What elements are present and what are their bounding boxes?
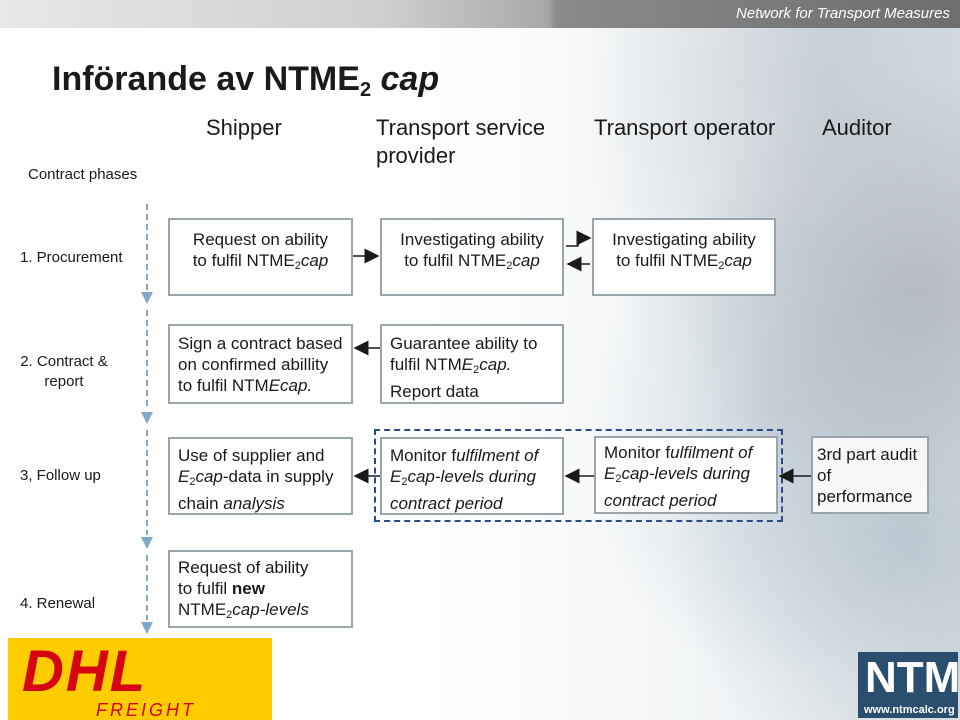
box-renewal-shipper: Request of ability to fulfil new NTME2ca…: [168, 550, 353, 628]
dhl-logo: [8, 638, 272, 720]
column-header-auditor: Auditor: [822, 115, 892, 140]
phase-contract-report: 2. Contract & report: [20, 353, 108, 390]
ntm-logo: [858, 652, 958, 718]
box-procurement-transport-operator: Investigating ability to fulfil NTME2cap: [592, 218, 776, 296]
column-header-transport-service-provider: Transport service provider: [376, 115, 546, 168]
ntm-logo-text: NTM: [865, 653, 960, 702]
box-follow-up-transport-service-provider: Monitor fulfilment of E2cap-levels durin…: [380, 437, 564, 515]
dhl-logo-subtext: FREIGHT: [96, 700, 196, 720]
box-contract-transport-service-provider: Guarantee ability to fulfil NTME2cap. Re…: [380, 324, 564, 404]
header-tagline: Network for Transport Measures: [736, 5, 950, 22]
column-header-transport-operator: Transport operator: [594, 115, 776, 140]
phase-renewal: 4. Renewal: [20, 595, 96, 612]
box-follow-up-transport-operator: Monitor fulfilment of E2cap-levels durin…: [594, 436, 778, 514]
top-bar: Network for Transport Measures: [0, 0, 960, 28]
box-contract-shipper: Sign a contract based on confirmed abill…: [168, 324, 353, 404]
phase-timeline: [141, 204, 153, 634]
box-follow-up-shipper: Use of supplier and E2cap-data in supply…: [168, 437, 353, 515]
dhl-logo-text: DHL: [22, 639, 148, 704]
box-procurement-shipper: Request on ability to fulfil NTME2cap: [168, 218, 353, 296]
box-procurement-transport-service-provider: Investigating ability to fulfil NTME2cap: [380, 218, 564, 296]
phase-procurement: 1. Procurement: [20, 249, 123, 266]
phase-follow-up: 3, Follow up: [20, 467, 101, 484]
ntm-url: www.ntmcalc.org: [864, 704, 955, 716]
column-header-shipper: Shipper: [206, 115, 282, 140]
box-follow-up-auditor: 3rd part audit of performance: [811, 436, 929, 514]
contract-phases-label: Contract phases: [28, 166, 138, 183]
page-title: Införande av NTME2 cap: [52, 60, 440, 101]
